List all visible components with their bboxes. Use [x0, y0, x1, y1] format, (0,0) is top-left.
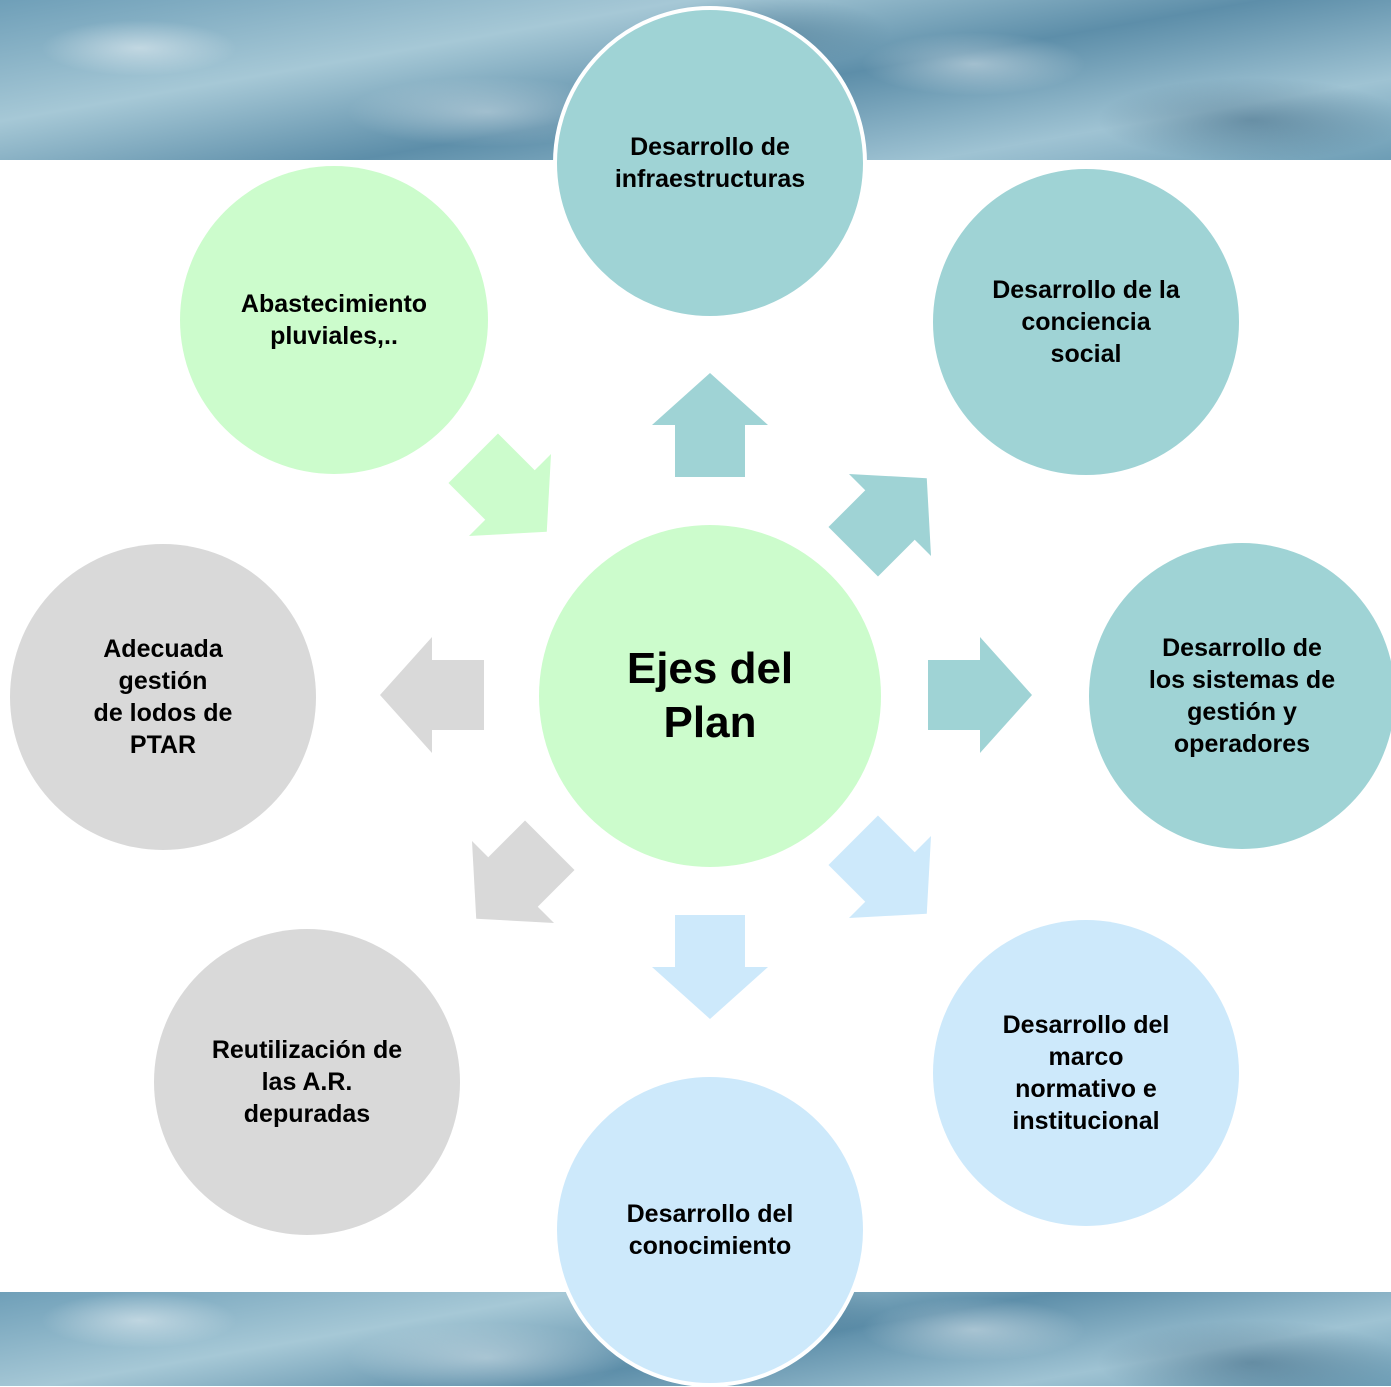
node-abastecimiento-label: Abastecimiento pluviales,.. [240, 290, 428, 350]
node-conocimiento-label: Desarrollo del conocimiento [626, 1200, 794, 1260]
node-conocimiento: Desarrollo del conocimiento [553, 1073, 867, 1387]
node-sistemas-label: Desarrollo de los sistemas de gestión y … [1148, 634, 1336, 758]
arrow-up [652, 373, 768, 477]
node-infraestructuras-label: Desarrollo de infraestructuras [614, 133, 806, 193]
arrow-down-right [828, 815, 932, 919]
node-conciencia-social: Desarrollo de la conciencia social [929, 165, 1243, 479]
center-node-ejes-del-plan: Ejes del Plan [539, 525, 881, 867]
node-abastecimiento: Abastecimiento pluviales,.. [180, 166, 488, 474]
node-infraestructuras: Desarrollo de infraestructuras [553, 6, 867, 320]
arrow-up-left-inward [448, 433, 552, 537]
arrow-down-left [471, 820, 575, 924]
node-conciencia-label: Desarrollo de la conciencia social [992, 276, 1180, 368]
node-marco-normativo: Desarrollo del marco normativo e institu… [933, 920, 1239, 1226]
node-reutilizacion-label: Reutilización de las A.R. depuradas [211, 1036, 403, 1128]
node-lodos-ptar: Adecuada gestión de lodos de PTAR [10, 544, 316, 850]
arrow-down [652, 915, 768, 1019]
node-sistemas-gestion: Desarrollo de los sistemas de gestión y … [1089, 543, 1391, 849]
center-node-label: Ejes del Plan [626, 644, 794, 747]
arrow-left [380, 637, 484, 753]
arrow-right [928, 637, 1032, 753]
node-marco-label: Desarrollo del marco normativo e institu… [1002, 1011, 1170, 1135]
node-reutilizacion: Reutilización de las A.R. depuradas [154, 929, 460, 1235]
node-lodos-label: Adecuada gestión de lodos de PTAR [93, 635, 233, 759]
arrow-up-right [828, 473, 932, 577]
